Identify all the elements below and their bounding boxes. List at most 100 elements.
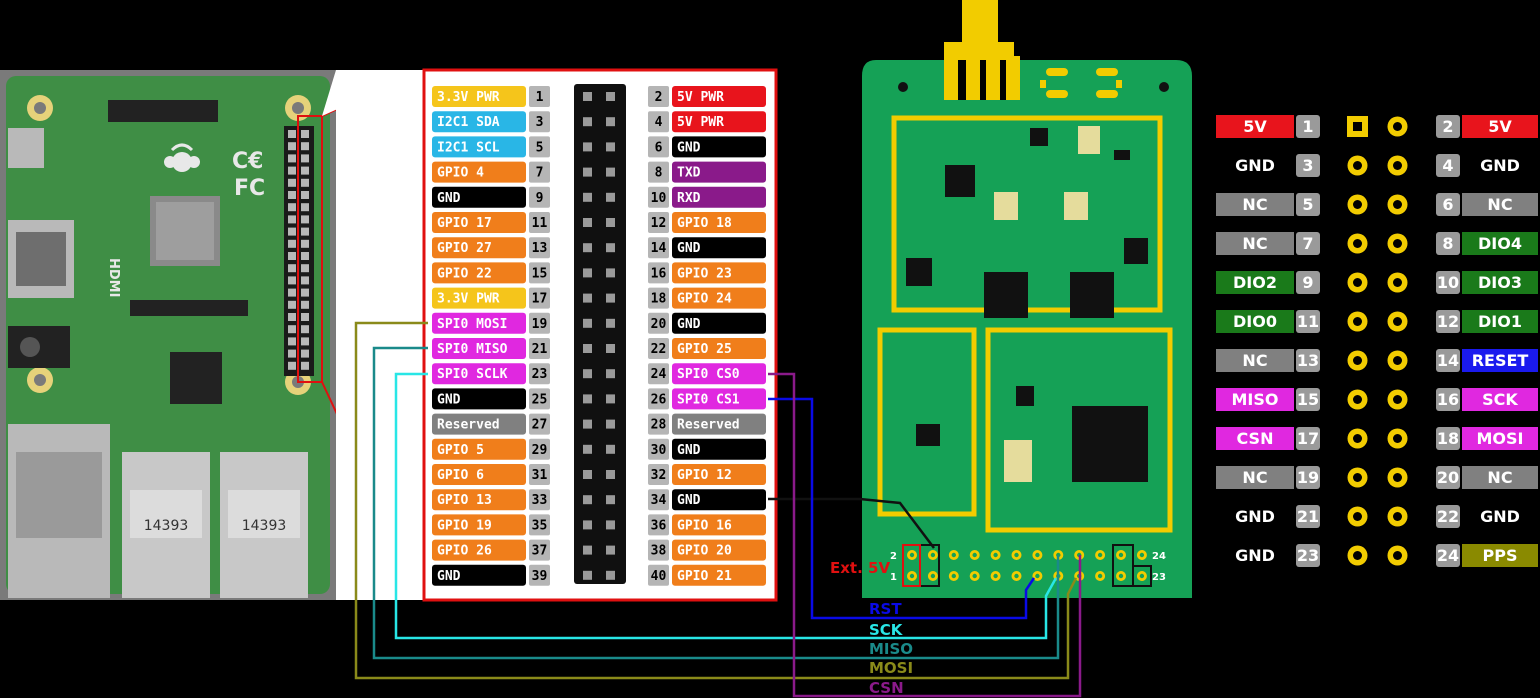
- header-pin: [583, 243, 592, 253]
- pin-label-38: GPIO 20: [677, 544, 732, 559]
- pin-number-bg: [529, 312, 550, 334]
- pin-number-25: 25: [532, 392, 548, 407]
- module-pin-label-bg: [1462, 115, 1538, 138]
- header-pin: [583, 570, 592, 580]
- module-pin-number-bg: [1296, 505, 1320, 528]
- module-pin-number-9: 9: [1302, 273, 1313, 292]
- pin-label-bg: [432, 111, 526, 133]
- header-pin: [606, 268, 615, 278]
- pin-number-bg: [529, 212, 550, 233]
- pin-label-5: I2C1 SCL: [437, 140, 500, 155]
- module-pin-label-16: SCK: [1482, 390, 1518, 409]
- wire-label-sck: SCK: [869, 621, 904, 639]
- module-pin-label-bg: [1462, 271, 1538, 294]
- pin-number-6: 6: [655, 140, 663, 155]
- pin-label-bg: [672, 287, 766, 309]
- hdmi-label: HDMI: [106, 258, 121, 297]
- module-pin-number-bg: [1296, 154, 1320, 177]
- module-pin-label-6: NC: [1487, 195, 1512, 214]
- module-pin-label-bg: [1462, 388, 1538, 411]
- module-pin-label-bg: [1216, 232, 1294, 255]
- module-pin-number-bg: [1436, 466, 1460, 489]
- pi-header-pin: [288, 215, 296, 224]
- pi-header-pin: [301, 130, 309, 138]
- pin-number-36: 36: [651, 518, 667, 533]
- pin-label-bg: [672, 489, 766, 511]
- pin-label-34: GND: [677, 493, 701, 508]
- wire-label-rst: RST: [869, 600, 902, 618]
- ce-mark: C€: [232, 149, 263, 174]
- pin-number-16: 16: [651, 266, 667, 281]
- header-pin: [583, 369, 592, 379]
- module-pin-number-bg: [1296, 193, 1320, 216]
- pin-number-3: 3: [536, 115, 544, 130]
- pin-label-bg: [672, 564, 766, 586]
- pin-label-bg: [432, 86, 526, 107]
- pin-label-bg: [672, 161, 766, 183]
- module-pin-label-bg: [1216, 193, 1294, 216]
- module-pin-number-13: 13: [1297, 351, 1319, 370]
- pin-label-21: SPI0 MISO: [437, 342, 508, 357]
- module-pin-label-8: DIO4: [1478, 234, 1522, 253]
- header-pin: [583, 293, 592, 303]
- pin-label-29: GPIO 5: [437, 443, 484, 458]
- pin-number-bg: [529, 237, 550, 259]
- pin-number-bg: [648, 514, 669, 536]
- module-pin-label-19: NC: [1242, 468, 1267, 487]
- lan-chip: [170, 352, 222, 404]
- pin-label-bg: [432, 489, 526, 511]
- pin-label-bg: [432, 514, 526, 536]
- header-pin: [606, 293, 615, 303]
- pin-number-bg: [529, 564, 550, 586]
- pin-label-24: SPI0 CS0: [677, 367, 740, 382]
- header-pin: [606, 167, 615, 177]
- pin-label-16: GPIO 23: [677, 266, 732, 281]
- pin-label-bg: [672, 312, 766, 334]
- module-pin-number-6: 6: [1442, 195, 1453, 214]
- module-pin-number-18: 18: [1437, 429, 1459, 448]
- module-pin-number-bg: [1436, 271, 1460, 294]
- wire-label-csn: CSN: [869, 679, 904, 697]
- pi-header-pin: [288, 130, 296, 138]
- header-pin: [606, 419, 615, 429]
- module-pin-number-10: 10: [1437, 273, 1459, 292]
- pin-number-bg: [529, 438, 550, 460]
- pin-label-14: GND: [677, 241, 701, 256]
- pin-number-22: 22: [651, 342, 667, 357]
- pin-number-bg: [648, 464, 669, 485]
- module-pin-number-bg: [1296, 388, 1320, 411]
- header-pin: [606, 218, 615, 227]
- pin-label-bg: [432, 237, 526, 259]
- pin-label-12: GPIO 18: [677, 216, 732, 231]
- pin-number-bg: [529, 287, 550, 309]
- pin-number-bg: [648, 161, 669, 183]
- pi-header-pin: [301, 349, 309, 358]
- pin-label-bg: [432, 363, 526, 385]
- pin-label-bg: [672, 212, 766, 233]
- module-pin-label-bg: [1462, 232, 1538, 255]
- module-pin-label-bg: [1462, 505, 1538, 528]
- pi-header-pin: [301, 215, 309, 224]
- pin-label-35: GPIO 19: [437, 518, 492, 533]
- pin-number-bg: [648, 287, 669, 309]
- pin-number-1: 1: [536, 90, 544, 105]
- pin-number-31: 31: [532, 468, 548, 483]
- pi-header-pin: [301, 191, 309, 199]
- module-pin-number-bg: [1436, 154, 1460, 177]
- pi-header-pin: [288, 276, 296, 285]
- pi-header-pin: [288, 300, 296, 309]
- pi-header-pin: [288, 361, 296, 370]
- pin-label-bg: [672, 262, 766, 284]
- header-pin: [583, 268, 592, 278]
- pi-header-pin: [301, 227, 309, 236]
- pi-header-pin: [301, 154, 309, 163]
- wire-label-miso: MISO: [869, 640, 913, 658]
- header-pin: [583, 218, 592, 227]
- header-pin: [606, 318, 615, 328]
- pin-label-bg: [432, 464, 526, 485]
- header-pin: [606, 192, 615, 202]
- module-pin-label-bg: [1216, 349, 1294, 372]
- module-pin-label-23: GND: [1235, 546, 1275, 565]
- pi-header-pin: [288, 252, 296, 260]
- module-pin-number-23: 23: [1297, 546, 1319, 565]
